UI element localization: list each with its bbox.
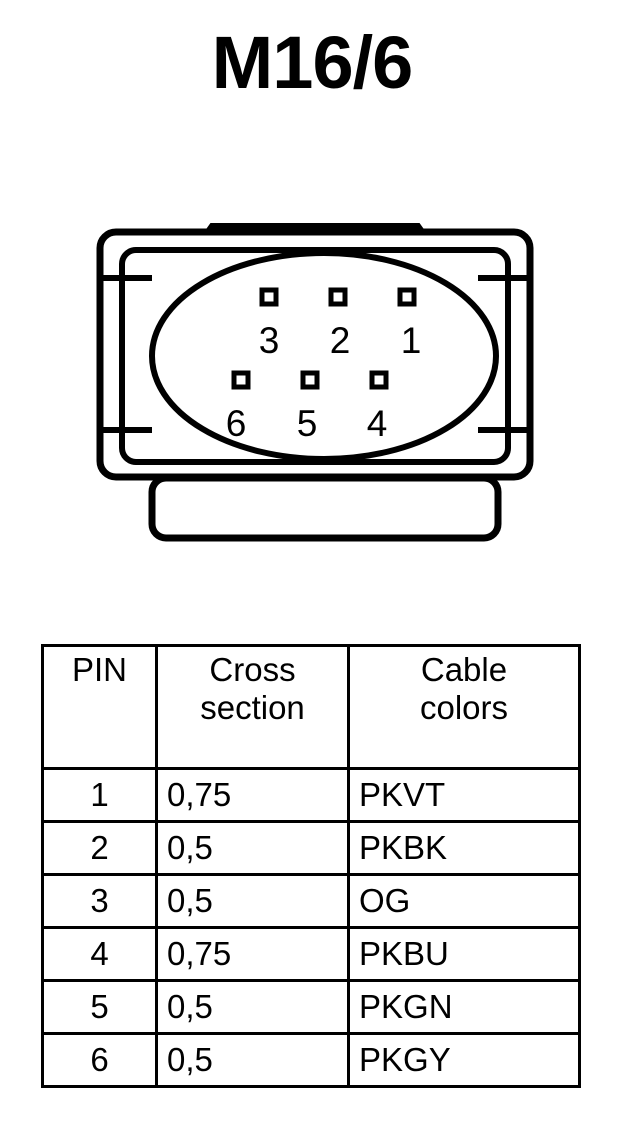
column-header-cable-colors-line1: Cable <box>420 651 508 688</box>
cell-pin: 4 <box>41 926 158 982</box>
pin-number-2: 2 <box>330 320 351 361</box>
pinout-table: PIN Cross section Cable colors 1 0,75 PK… <box>41 644 581 1088</box>
pin-cavity-6 <box>231 370 251 390</box>
cell-cross-section: 0,5 <box>155 873 350 929</box>
cell-cable-color: PKVT <box>347 767 581 823</box>
connector-svg: 3 2 1 6 5 4 <box>96 223 534 542</box>
cell-pin: 1 <box>41 767 158 823</box>
column-header-cross-section-line1: Cross <box>209 651 296 688</box>
table-row: 2 0,5 PKBK <box>41 820 581 876</box>
column-header-cable-colors: Cable colors <box>347 644 581 770</box>
page-title: M16/6 <box>211 21 414 104</box>
table-row: 4 0,75 PKBU <box>41 926 581 982</box>
column-header-pin: PIN <box>41 644 158 770</box>
connector-diagram: 3 2 1 6 5 4 <box>0 178 624 558</box>
table-row: 5 0,5 PKGN <box>41 979 581 1035</box>
cell-cross-section: 0,75 <box>155 926 350 982</box>
table-row: 3 0,5 OG <box>41 873 581 929</box>
connector-mating-face-oval <box>149 250 499 462</box>
connector-cable-boot <box>148 474 502 542</box>
cell-cable-color: PKGY <box>347 1032 581 1088</box>
column-header-cross-section: Cross section <box>155 644 350 770</box>
cell-pin: 5 <box>41 979 158 1035</box>
pin-number-3: 3 <box>259 320 280 361</box>
pin-cavity-1 <box>397 287 417 307</box>
cell-cable-color: PKGN <box>347 979 581 1035</box>
column-header-cable-colors-line2: colors <box>419 689 509 727</box>
pin-cavity-3 <box>259 287 279 307</box>
pin-cavity-5 <box>300 370 320 390</box>
table-row: 1 0,75 PKVT <box>41 767 581 823</box>
cell-pin: 6 <box>41 1032 158 1088</box>
column-header-pin-line1: PIN <box>71 651 127 688</box>
cell-cross-section: 0,5 <box>155 820 350 876</box>
pin-number-1: 1 <box>401 320 422 361</box>
table-header-row: PIN Cross section Cable colors <box>41 644 581 770</box>
column-header-cross-section-line2: section <box>200 689 305 727</box>
pin-number-4: 4 <box>367 403 388 444</box>
cell-cable-color: PKBK <box>347 820 581 876</box>
pin-number-6: 6 <box>226 403 247 444</box>
cell-cross-section: 0,5 <box>155 979 350 1035</box>
cell-pin: 3 <box>41 873 158 929</box>
cell-pin: 2 <box>41 820 158 876</box>
pin-number-5: 5 <box>297 403 318 444</box>
pin-cavity-4 <box>369 370 389 390</box>
cell-cross-section: 0,5 <box>155 1032 350 1088</box>
cell-cross-section: 0,75 <box>155 767 350 823</box>
cell-cable-color: OG <box>347 873 581 929</box>
table-row: 6 0,5 PKGY <box>41 1032 581 1088</box>
cell-cable-color: PKBU <box>347 926 581 982</box>
pin-cavity-2 <box>328 287 348 307</box>
